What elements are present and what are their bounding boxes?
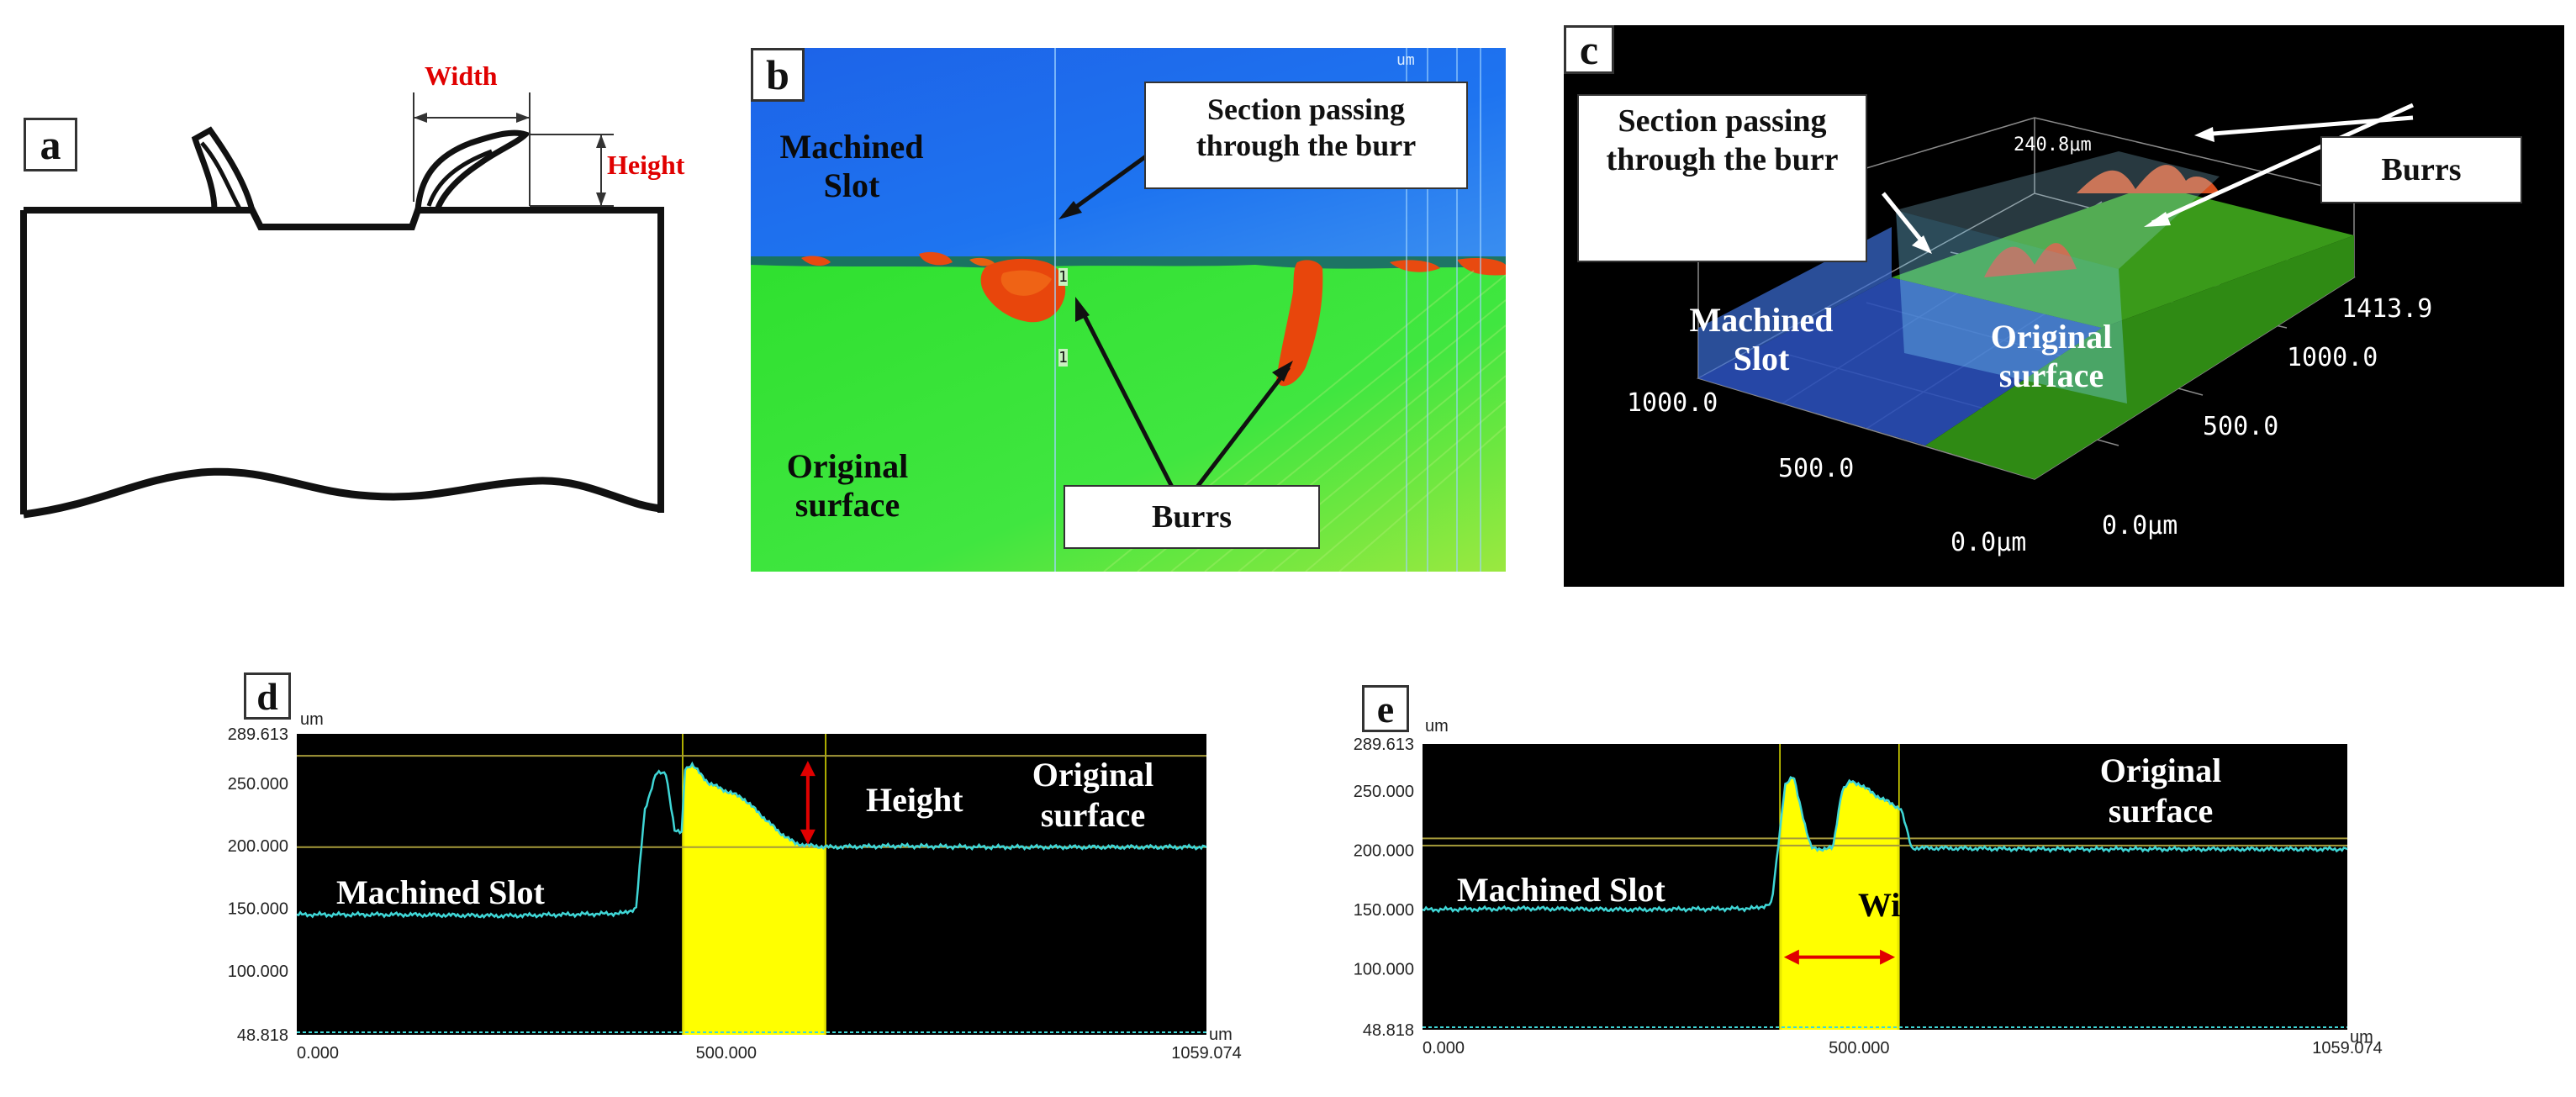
panel-a: a Width Height: [0, 0, 689, 555]
panel-d: d: [244, 672, 1312, 1093]
annotation-label: surface: [2109, 792, 2213, 830]
axis-500-right: 500.0: [2203, 412, 2279, 441]
label-original-surface-b: Original surface: [786, 447, 909, 524]
burr-schematic: [20, 92, 664, 519]
annotation-label: Original: [1032, 756, 1153, 794]
marker-1-bottom: 1: [1058, 349, 1068, 367]
y-tick-label: 200.000: [228, 837, 288, 856]
panel-c: c Section passing through the burr Burrs…: [1564, 25, 2564, 587]
profile-series: [296, 761, 1207, 920]
y-unit-label: um: [300, 710, 324, 729]
axis-1000-left: 1000.0: [1627, 388, 1718, 418]
label-machined-slot-b: Machined Slot: [779, 128, 924, 204]
annotation-label: Width: [1858, 886, 1949, 924]
axis-1000-right: 1000.0: [2287, 343, 2378, 372]
y-tick-label: 289.613: [228, 725, 288, 744]
annotation-label: surface: [1041, 796, 1145, 834]
width-label: Width: [425, 61, 498, 91]
y-tick-label: 289.613: [1354, 736, 1414, 754]
height-arrow-head: [800, 761, 816, 777]
scale-unit-b: um: [1396, 51, 1415, 69]
chart-e: [1422, 744, 2348, 1030]
highlight-mask: [683, 734, 826, 847]
panel-e: e: [1362, 685, 2447, 1089]
y-unit-label: um: [1425, 717, 1449, 736]
width-arrow-head: [1783, 949, 1799, 965]
x-tick-label: 1059.074: [1171, 1044, 1241, 1063]
x-tick-label: 500.000: [696, 1044, 757, 1063]
x-tick-label: 0.000: [1423, 1039, 1465, 1057]
highlight-mask: [1780, 744, 1899, 850]
callout-burrs-c: Burrs: [2320, 136, 2522, 203]
chart-d: [296, 734, 1207, 1035]
marker-1-top: 1: [1058, 268, 1068, 286]
callout-section-c: Section passing through the burr: [1577, 94, 1867, 262]
axis-0-left: 0.0μm: [1950, 528, 2027, 557]
surface-3d-view: [1697, 103, 2415, 480]
y-tick-label: 250.000: [228, 775, 288, 794]
y-tick-label: 48.818: [237, 1026, 288, 1045]
axis-0-right: 0.0μm: [2102, 511, 2178, 541]
axis-1413: 1413.9: [2341, 294, 2433, 324]
y-tick-label: 250.000: [1354, 783, 1414, 801]
y-tick-label: 150.000: [228, 900, 288, 919]
panel-letter-a: a: [24, 118, 77, 171]
y-tick-label: 48.818: [1363, 1021, 1414, 1040]
label-machined-slot-c: Machined Slot: [1689, 301, 1834, 377]
width-arrow-head: [1880, 949, 1896, 965]
label-original-surface-c: Original surface: [1990, 318, 2113, 394]
panel-letter-e: e: [1362, 685, 1409, 732]
annotation-label: Machined Slot: [336, 873, 545, 911]
x-unit-label: um: [1209, 1026, 1233, 1044]
profile-series: [1422, 776, 2348, 914]
x-tick-label: 500.000: [1829, 1039, 1889, 1057]
z-max-label: 240.8μm: [2014, 134, 2092, 156]
y-tick-label: 100.000: [228, 963, 288, 981]
height-arrow-head: [800, 829, 816, 845]
x-tick-label: 1059.074: [2312, 1039, 2382, 1057]
axis-500-left: 500.0: [1778, 454, 1855, 483]
x-unit-label: um: [2350, 1028, 2373, 1047]
annotation-label: Original: [2100, 752, 2221, 789]
y-tick-label: 100.000: [1354, 961, 1414, 979]
callout-section-b: Section passing through the burr: [1144, 82, 1468, 189]
height-label: Height: [607, 150, 685, 180]
callout-burrs-b: Burrs: [1064, 485, 1320, 549]
y-tick-label: 150.000: [1354, 901, 1414, 920]
x-tick-label: 0.000: [297, 1044, 339, 1063]
panel-letter-b: b: [751, 48, 805, 102]
panel-letter-d: d: [244, 672, 291, 720]
annotation-label: Height: [866, 781, 963, 819]
panel-letter-c: c: [1564, 25, 1614, 74]
panel-b: b um Section passing through the burr Bu…: [751, 48, 1506, 572]
y-tick-label: 200.000: [1354, 842, 1414, 861]
annotation-label: Machined Slot: [1457, 871, 1665, 909]
